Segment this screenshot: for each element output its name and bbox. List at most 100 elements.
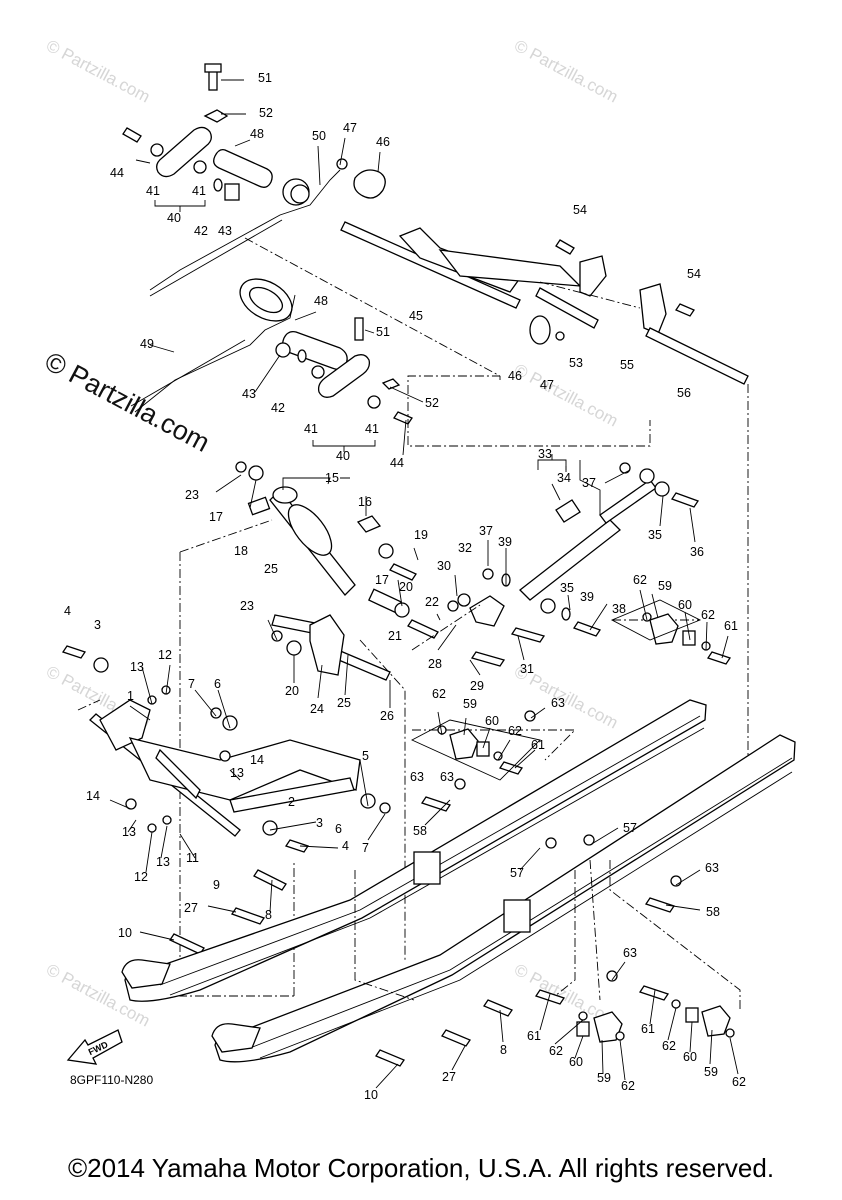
slider-parts xyxy=(375,599,735,1067)
callout: 8 xyxy=(265,908,272,922)
callout: 53 xyxy=(569,356,583,370)
callout: 13 xyxy=(122,825,136,839)
callout: 44 xyxy=(110,166,124,180)
callout: 30 xyxy=(437,559,451,573)
upper-right-assembly xyxy=(244,221,749,760)
leader-lines xyxy=(109,79,739,1089)
collar-18 xyxy=(247,496,271,516)
nut-63 xyxy=(524,710,536,722)
callout: 4 xyxy=(64,604,71,618)
collar-6 xyxy=(360,793,376,809)
arm-11 xyxy=(155,748,201,800)
nut-37 xyxy=(482,568,494,580)
spring-rod-49 xyxy=(134,294,296,413)
slide-rails xyxy=(121,619,796,1063)
callout: 47 xyxy=(343,121,357,135)
callout: 44 xyxy=(390,456,404,470)
clip-47 xyxy=(336,158,348,170)
callout: 27 xyxy=(442,1070,456,1084)
spring-rod xyxy=(149,169,341,291)
rail-tip xyxy=(121,959,171,989)
collar-60 xyxy=(685,1007,699,1023)
callout: 61 xyxy=(527,1029,541,1043)
bolt-51 xyxy=(354,317,364,341)
callout: 8 xyxy=(500,1043,507,1057)
arm-plate xyxy=(317,354,371,398)
callout: 39 xyxy=(498,535,512,549)
callout: 60 xyxy=(569,1055,583,1069)
callout: 45 xyxy=(409,309,423,323)
washer-32 xyxy=(457,593,471,607)
washer-62 xyxy=(671,999,681,1009)
collar-48 xyxy=(282,330,348,370)
bolt-61 xyxy=(534,989,566,1005)
part-16 xyxy=(356,515,382,533)
nut-23 xyxy=(235,461,247,473)
callout: 37 xyxy=(582,476,596,490)
bolt-8 xyxy=(483,999,513,1017)
callout: 40 xyxy=(167,211,181,225)
callout: 34 xyxy=(557,471,571,485)
shock-33 xyxy=(447,454,699,667)
nut-52 xyxy=(381,378,401,390)
washer-57 xyxy=(545,837,557,849)
bolt-12 xyxy=(147,823,157,833)
callout: 51 xyxy=(258,71,272,85)
washer-20 xyxy=(394,602,410,618)
callout: 9 xyxy=(213,878,220,892)
callout: 62 xyxy=(432,687,446,701)
bolt-22 xyxy=(407,619,439,639)
washer-42 xyxy=(213,178,223,192)
callout: 19 xyxy=(414,528,428,542)
center-spring-assembly xyxy=(130,278,413,452)
callout: 23 xyxy=(240,599,254,613)
callout: 7 xyxy=(188,677,195,691)
bolt-19 xyxy=(389,563,417,581)
callout: 6 xyxy=(335,822,342,836)
callout: 17 xyxy=(209,510,223,524)
callout: 59 xyxy=(704,1065,718,1079)
rail-block xyxy=(503,899,531,933)
nut-63 xyxy=(454,778,466,790)
callout: 62 xyxy=(621,1079,635,1093)
bolt-4 xyxy=(284,839,310,853)
callout: 63 xyxy=(410,770,424,784)
shock-absorber-15 xyxy=(235,461,439,639)
callout: 52 xyxy=(425,396,439,410)
callout: 43 xyxy=(242,387,256,401)
collar-3 xyxy=(93,657,109,673)
callout: 14 xyxy=(250,753,264,767)
callout: 13 xyxy=(156,855,170,869)
callout: 35 xyxy=(648,528,662,542)
callout: 2 xyxy=(288,795,295,809)
exploded-view: FWD 1 2 3 3 4 4 5 6 6 7 7 8 8 9 10 10 11… xyxy=(61,63,796,1102)
callout: 25 xyxy=(264,562,278,576)
callout: 42 xyxy=(271,401,285,415)
copyright-notice: ©2014 Yamaha Motor Corporation, U.S.A. A… xyxy=(67,1153,775,1183)
callout: 55 xyxy=(620,358,634,372)
callout: 13 xyxy=(130,660,144,674)
collar-60 xyxy=(476,741,490,757)
shock-spring xyxy=(287,504,333,556)
bushing-41 xyxy=(311,365,325,379)
callout: 46 xyxy=(508,369,522,383)
bolt-10 xyxy=(169,933,205,955)
upper-left-assembly xyxy=(122,63,386,297)
callout: 52 xyxy=(259,106,273,120)
bushing-41 xyxy=(150,143,164,157)
callout: 41 xyxy=(365,422,379,436)
callout: 35 xyxy=(560,581,574,595)
callout: 18 xyxy=(234,544,248,558)
washer-42 xyxy=(297,349,307,363)
bolt-58 xyxy=(644,897,676,913)
callout: 43 xyxy=(218,224,232,238)
washer-20 xyxy=(286,640,302,656)
callout: 61 xyxy=(531,738,545,752)
fwd-arrow-icon: FWD xyxy=(66,1029,123,1065)
callout: 59 xyxy=(597,1071,611,1085)
washer-39 xyxy=(561,607,571,621)
callout: 7 xyxy=(362,841,369,855)
bolt-44 xyxy=(122,127,142,143)
shaft-56 xyxy=(645,327,749,385)
